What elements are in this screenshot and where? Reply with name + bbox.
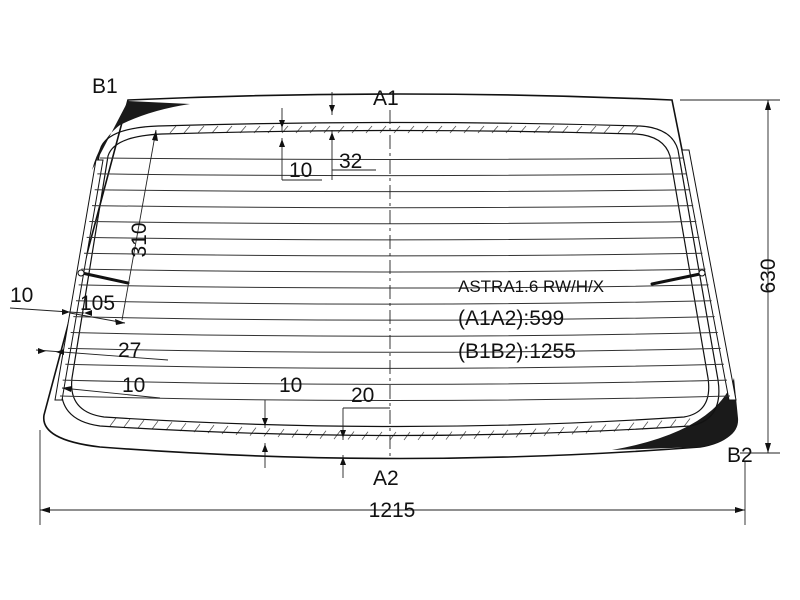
heater-line [78, 284, 709, 289]
frit-hatch-mark [393, 125, 401, 134]
left-dimension-markers [9, 129, 169, 399]
frit-hatch-mark [169, 125, 177, 134]
heater-line [73, 316, 715, 321]
frit-hatch-mark [571, 426, 579, 435]
frit-hatch-mark [505, 125, 513, 134]
heater-line [67, 347, 721, 353]
frit-hatch-mark [435, 125, 443, 134]
frit-hatch-mark [617, 125, 625, 134]
frit-hatch-mark [277, 428, 285, 438]
dim-diag-height: 310 [128, 222, 151, 257]
point-label-a1: A1 [373, 87, 399, 110]
heater-line [75, 300, 712, 305]
frit-hatch-mark [309, 125, 317, 134]
frit-hatch-mark [575, 125, 583, 134]
frit-hatch-mark [151, 420, 159, 430]
ceramic-corner-top-left [92, 101, 190, 170]
dim-bottom-left-margin: 10 [122, 374, 145, 397]
heater-line [91, 205, 694, 209]
dim-left-105: 105 [80, 292, 115, 315]
frit-hatch-mark [631, 125, 639, 134]
frit-hatch-mark [123, 418, 131, 428]
frit-hatch-mark [529, 428, 537, 437]
frit-hatch-mark [655, 420, 663, 429]
width-dimension [39, 430, 746, 525]
frit-hatch-mark [197, 125, 205, 134]
inner-frame-inner [71, 129, 710, 428]
frit-hatch-mark [669, 419, 677, 428]
heater-line [89, 220, 697, 225]
frit-hatch-mark [557, 426, 565, 436]
heater-line [86, 236, 700, 241]
frit-hatch-mark [337, 125, 345, 134]
frit-hatch-mark [165, 421, 173, 431]
heater-line [59, 395, 731, 401]
dim-bottom-margin: 10 [279, 374, 302, 397]
height-dimension [680, 99, 780, 454]
bus-bar-left [54, 159, 104, 401]
heater-line [99, 157, 685, 160]
frit-hatch-mark [379, 125, 387, 134]
point-label-b1: B1 [92, 75, 118, 98]
dim-top-margin: 10 [289, 159, 312, 182]
ceramic-corner-bottom-right [612, 378, 739, 450]
frit-hatch-mark [211, 125, 219, 134]
frit-hatch-mark [109, 417, 117, 427]
frit-hatch-mark [477, 125, 485, 134]
dim-left-27: 27 [118, 339, 141, 362]
dim-overall-height: 630 [757, 258, 780, 293]
frit-hatch-mark [449, 125, 457, 134]
dim-bottom-band: 20 [351, 384, 374, 407]
frit-hatch-mark [585, 425, 593, 434]
dim-left-margin: 10 [10, 284, 33, 307]
point-label-b2: B2 [727, 444, 753, 467]
heater-line [97, 173, 688, 177]
frit-hatch-mark [351, 125, 359, 134]
frit-hatch-mark [291, 429, 299, 438]
frit-hatch-mark [463, 125, 471, 134]
heater-line [62, 379, 727, 385]
frit-hatch-mark [683, 418, 691, 427]
frit-hatch-mark [407, 125, 415, 134]
heater-line [94, 189, 691, 193]
frit-hatch-mark [365, 125, 373, 134]
dim-top-band: 32 [339, 150, 362, 173]
frit-hatch-mark [323, 125, 331, 134]
inner-frame-outer [60, 121, 720, 437]
point-label-a2: A2 [373, 467, 399, 490]
frit-hatch-mark [295, 125, 303, 134]
frit-hatch-mark [491, 125, 499, 134]
frit-hatch-mark [249, 427, 257, 436]
top-dimension-markers [279, 92, 376, 181]
terminal-right-pin [698, 269, 706, 277]
model-name: ASTRA1.6 RW/H/X [458, 277, 604, 296]
frit-hatch-mark [543, 427, 551, 437]
frit-hatch-mark [421, 125, 429, 134]
terminal-left-pin [77, 269, 85, 277]
heater-line [83, 252, 703, 257]
heater-line [70, 332, 718, 337]
frit-hatch-mark [589, 125, 597, 134]
terminal-left [80, 271, 130, 285]
frit-hatch-mark [603, 125, 611, 134]
dim-overall-width: 1215 [369, 499, 416, 522]
model-b1b2: (B1B2):1255 [458, 340, 576, 363]
frit-hatch-mark [137, 419, 145, 429]
bottom-dimension-markers [262, 400, 390, 478]
heater-line [65, 363, 724, 369]
heater-line [81, 268, 706, 273]
terminal-right [650, 272, 702, 286]
frit-hatch-mark [183, 125, 191, 134]
model-a1a2: (A1A2):599 [458, 307, 564, 330]
frit-hatch-mark [235, 426, 243, 436]
heater-grid [59, 157, 731, 401]
frit-hatch-mark [263, 428, 271, 437]
